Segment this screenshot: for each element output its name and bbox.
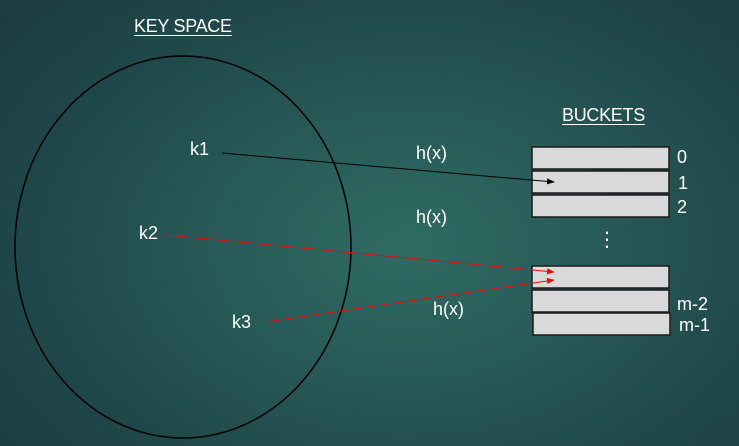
key-k1: k1 [190,139,210,159]
bucket-index-1: 1 [678,173,689,193]
key-space-title: KEY SPACE [134,16,232,36]
hash-label-1: h(x) [416,143,447,163]
arrow-k3-to-bucket [264,278,555,323]
bucket-collision [531,265,670,289]
bucket-index-m-1: m-1 [679,315,710,335]
key-space-circle [14,55,352,439]
bucket-index-0: 0 [677,147,688,167]
arrow-k2-to-bucket [165,234,555,275]
hash-label-3: h(x) [433,299,464,319]
bucket-index-2: 2 [677,197,688,217]
bucket-m-1 [532,312,671,336]
bucket-2 [531,194,670,218]
bucket-index-m-2: m-2 [677,294,708,314]
bucket-0 [531,146,670,170]
bucket-m-2 [531,289,670,313]
key-k3: k3 [232,312,252,332]
key-k2: k2 [139,223,159,243]
arrow-k1-to-bucket-1 [221,152,555,185]
hash-label-2: h(x) [416,207,447,227]
buckets-title: BUCKETS [562,105,645,125]
bucket-1 [531,170,670,194]
bucket-ellipsis: ⋮ [597,227,617,251]
